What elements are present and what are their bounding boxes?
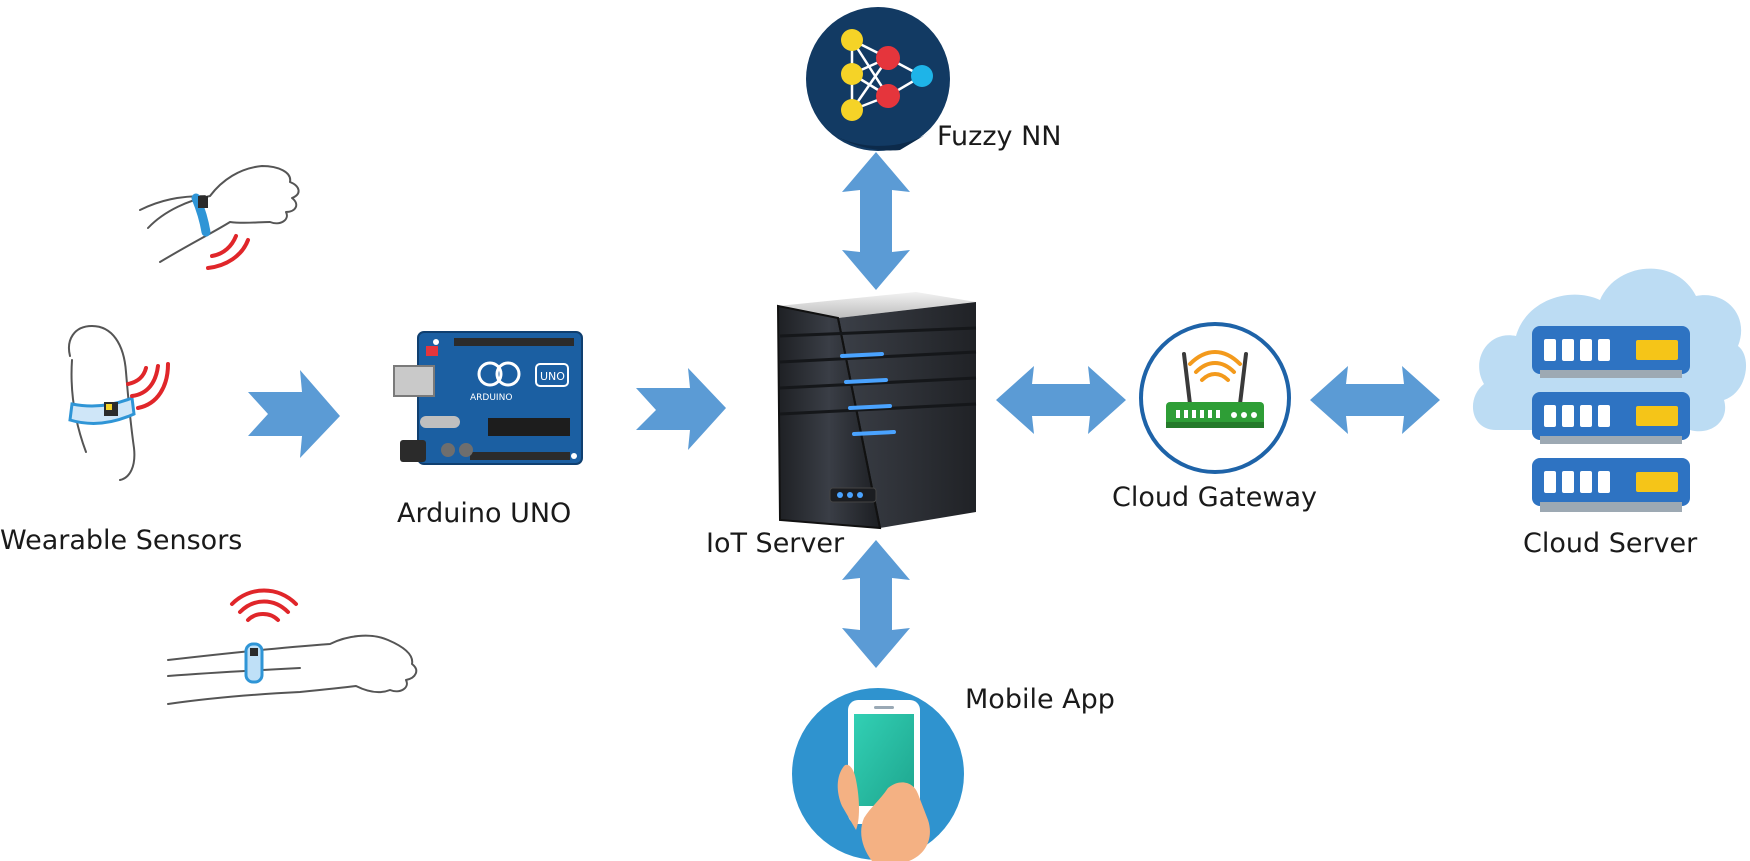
arduino-label: Arduino UNO bbox=[397, 498, 571, 529]
mobile-app-label: Mobile App bbox=[965, 684, 1115, 715]
cloud-server-label: Cloud Server bbox=[1523, 528, 1698, 559]
neural-network-icon bbox=[806, 7, 950, 151]
arduino-board-model: UNO bbox=[540, 370, 565, 383]
arduino-board-icon: ARDUINO UNO bbox=[393, 331, 583, 465]
arrow-sensors-to-arduino bbox=[248, 370, 340, 458]
arduino-board-brand: ARDUINO bbox=[470, 393, 512, 403]
forearm-sensor-icon bbox=[167, 588, 418, 705]
arrow-server-gateway bbox=[996, 366, 1126, 434]
arrow-arduino-to-server bbox=[636, 368, 726, 450]
smartphone-hand-icon bbox=[792, 688, 964, 861]
arm-band-sensor-icon bbox=[68, 325, 170, 481]
fuzzy-nn-label: Fuzzy NN bbox=[937, 121, 1061, 152]
wrist-sensor-icon bbox=[139, 165, 300, 270]
cloud-gateway-label: Cloud Gateway bbox=[1112, 482, 1317, 513]
arrow-gateway-cloud-server bbox=[1310, 366, 1440, 434]
iot-server-label: IoT Server bbox=[706, 528, 845, 559]
arrow-server-fuzzy-nn bbox=[842, 152, 910, 290]
cloud-server-rack-icon bbox=[1472, 268, 1747, 512]
wifi-router-icon bbox=[1139, 322, 1291, 474]
sensors-label: Wearable Sensors bbox=[0, 525, 242, 556]
server-tower-icon bbox=[776, 292, 977, 530]
arrow-server-mobile-app bbox=[842, 540, 910, 668]
